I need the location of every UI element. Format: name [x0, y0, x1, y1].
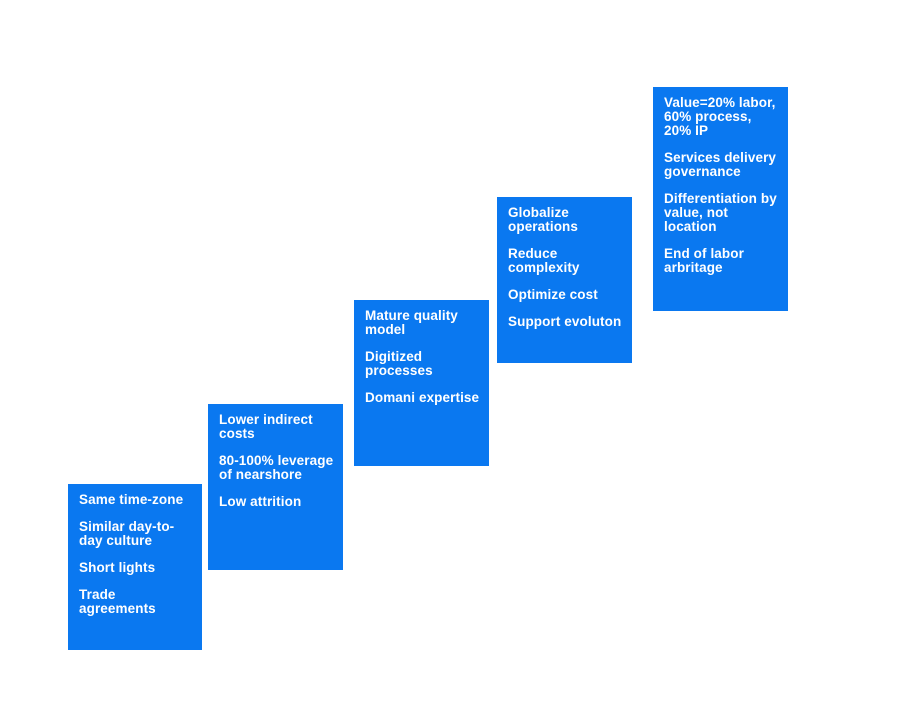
step-1-box: Same time-zone Similar day-to-day cultur…	[68, 484, 202, 650]
step-5-item-4: End of labor arbritage	[664, 246, 744, 275]
step-4-list: Globalize operations Reduce complexity O…	[508, 206, 624, 329]
step-1-item-4: Trade agreements	[79, 587, 156, 616]
step-5-item-2: Services delivery governance	[664, 150, 777, 179]
step-2-item-3: Low attrition	[219, 494, 302, 509]
step-5-item-1: Value=20% labor, 60% process, 20% IP	[664, 95, 776, 138]
step-4-item-4: Support evoluton	[508, 314, 622, 329]
step-4-box: Globalize operations Reduce complexity O…	[497, 197, 632, 363]
step-2-item-1: Lower indirect costs	[219, 412, 313, 441]
step-1-item-1: Same time-zone	[79, 492, 184, 507]
step-4-item-3: Optimize cost	[508, 287, 598, 302]
step-1-item-2: Similar day-to-day culture	[79, 519, 175, 548]
step-2-list: Lower indirect costs 80-100% leverage of…	[219, 413, 335, 509]
step-3-item-2: Digitized processes	[365, 349, 433, 378]
step-3-item-1: Mature quality model	[365, 308, 458, 337]
step-5-item-3: Differentiation by value, not location	[664, 191, 777, 234]
step-3-item-3: Domani expertise	[365, 390, 480, 405]
step-2-box: Lower indirect costs 80-100% leverage of…	[208, 404, 343, 570]
step-1-list: Same time-zone Similar day-to-day cultur…	[79, 493, 194, 616]
step-5-list: Value=20% labor, 60% process, 20% IP Ser…	[664, 96, 780, 275]
step-4-item-1: Globalize operations	[508, 205, 579, 234]
step-1-item-3: Short lights	[79, 560, 156, 575]
step-3-list: Mature quality model Digitized processes…	[365, 309, 481, 405]
step-4-item-2: Reduce complexity	[508, 246, 580, 275]
step-5-box: Value=20% labor, 60% process, 20% IP Ser…	[653, 87, 788, 311]
step-3-box: Mature quality model Digitized processes…	[354, 300, 489, 466]
step-2-item-2: 80-100% leverage of nearshore	[219, 453, 334, 482]
